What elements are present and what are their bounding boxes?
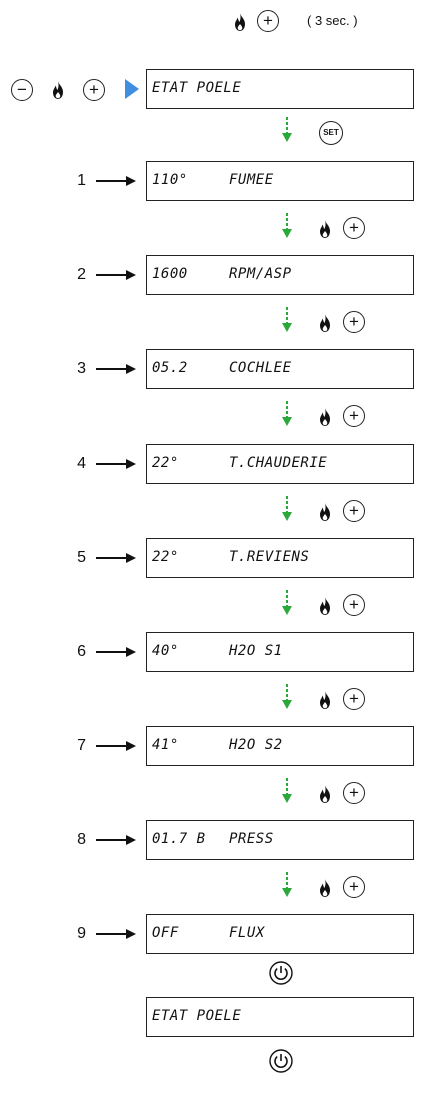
lcd-value: 22° bbox=[152, 549, 179, 565]
lcd-label: FLUX bbox=[229, 925, 265, 941]
minus-button[interactable]: − bbox=[11, 79, 33, 101]
lcd-label: COCHLEE bbox=[229, 360, 292, 376]
lcd-label: T.REVIENS bbox=[229, 549, 310, 565]
dashed-down-arrow bbox=[282, 117, 292, 142]
lcd-screen: 01.7 B PRESS bbox=[146, 820, 414, 860]
pointer-triangle-icon bbox=[125, 79, 139, 99]
plus-button[interactable]: + bbox=[257, 10, 279, 32]
lcd-label: T.CHAUDERIE bbox=[229, 455, 328, 471]
lcd-screen: 05.2 COCHLEE bbox=[146, 349, 414, 389]
lcd-label: H2O S2 bbox=[229, 737, 283, 753]
dashed-down-arrow bbox=[282, 778, 292, 803]
hold-duration-note: ( 3 sec. ) bbox=[307, 13, 358, 28]
dashed-down-arrow bbox=[282, 684, 292, 709]
row-number: 8 bbox=[77, 831, 86, 848]
row-number: 7 bbox=[77, 737, 86, 754]
right-arrow bbox=[96, 647, 136, 657]
plus-button[interactable]: + bbox=[343, 311, 365, 333]
lcd-label: PRESS bbox=[229, 831, 274, 847]
flame-icon bbox=[235, 13, 245, 31]
row-number: 4 bbox=[77, 455, 86, 472]
lcd-label: H2O S1 bbox=[229, 643, 283, 659]
right-arrow bbox=[96, 835, 136, 845]
right-arrow bbox=[96, 929, 136, 939]
flame-icon bbox=[320, 691, 330, 709]
lcd-screen: 41° H2O S2 bbox=[146, 726, 414, 766]
lcd-screen: 1600 RPM/ASP bbox=[146, 255, 414, 295]
row-number: 2 bbox=[77, 266, 86, 283]
dashed-down-arrow bbox=[282, 307, 292, 332]
lcd-value: 05.2 bbox=[152, 360, 188, 376]
lcd-screen: ETAT POELE bbox=[146, 69, 414, 109]
plus-button[interactable]: + bbox=[343, 405, 365, 427]
dashed-down-arrow bbox=[282, 401, 292, 426]
row-number: 5 bbox=[77, 549, 86, 566]
row-number: 3 bbox=[77, 360, 86, 377]
lcd-label: FUMEE bbox=[229, 172, 274, 188]
flame-icon bbox=[320, 314, 330, 332]
lcd-value: 41° bbox=[152, 737, 179, 753]
dashed-down-arrow bbox=[282, 213, 292, 238]
lcd-value: OFF bbox=[152, 925, 179, 941]
lcd-screen: ETAT POELE bbox=[146, 997, 414, 1037]
plus-button[interactable]: + bbox=[343, 594, 365, 616]
plus-button[interactable]: + bbox=[343, 876, 365, 898]
lcd-screen: 110° FUMEE bbox=[146, 161, 414, 201]
plus-button[interactable]: + bbox=[343, 782, 365, 804]
plus-button[interactable]: + bbox=[343, 500, 365, 522]
row-number: 9 bbox=[77, 925, 86, 942]
flame-icon bbox=[320, 879, 330, 897]
lcd-screen: 40° H2O S1 bbox=[146, 632, 414, 672]
set-button[interactable]: SET bbox=[319, 121, 343, 145]
flame-icon bbox=[320, 597, 330, 615]
lcd-value: 40° bbox=[152, 643, 179, 659]
right-arrow bbox=[96, 459, 136, 469]
dashed-down-arrow bbox=[282, 590, 292, 615]
lcd-label: RPM/ASP bbox=[229, 266, 292, 282]
row-number: 6 bbox=[77, 643, 86, 660]
plus-button[interactable]: + bbox=[343, 217, 365, 239]
right-arrow bbox=[96, 364, 136, 374]
lcd-value: 22° bbox=[152, 455, 179, 471]
flame-icon bbox=[320, 220, 330, 238]
right-arrow bbox=[96, 270, 136, 280]
lcd-screen: 22° T.CHAUDERIE bbox=[146, 444, 414, 484]
lcd-title: ETAT POELE bbox=[152, 1008, 242, 1024]
lcd-value: 1600 bbox=[152, 266, 188, 282]
power-icon[interactable] bbox=[269, 1049, 293, 1073]
right-arrow bbox=[96, 176, 136, 186]
flame-icon bbox=[320, 503, 330, 521]
lcd-value: 01.7 B bbox=[152, 831, 206, 847]
lcd-screen: 22° T.REVIENS bbox=[146, 538, 414, 578]
flame-icon bbox=[320, 785, 330, 803]
lcd-title: ETAT POELE bbox=[152, 80, 242, 96]
row-number: 1 bbox=[77, 172, 86, 189]
dashed-down-arrow bbox=[282, 872, 292, 897]
plus-button[interactable]: + bbox=[343, 688, 365, 710]
flame-icon bbox=[320, 408, 330, 426]
dashed-down-arrow bbox=[282, 496, 292, 521]
flame-icon bbox=[53, 81, 63, 99]
plus-button[interactable]: + bbox=[83, 79, 105, 101]
lcd-value: 110° bbox=[152, 172, 188, 188]
right-arrow bbox=[96, 741, 136, 751]
lcd-screen: OFF FLUX bbox=[146, 914, 414, 954]
right-arrow bbox=[96, 553, 136, 563]
power-icon[interactable] bbox=[269, 961, 293, 985]
